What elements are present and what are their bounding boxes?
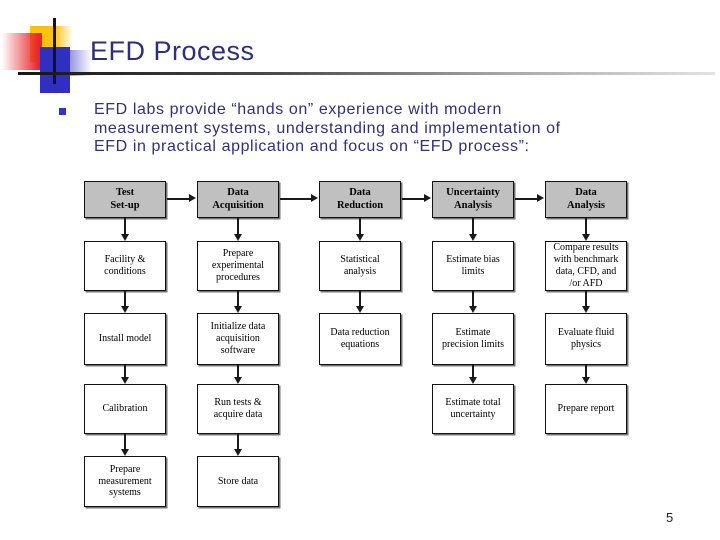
step-install-model: Install model [84, 313, 166, 365]
arrow-right-icon [402, 194, 431, 203]
step-prepare-report: Prepare report [545, 384, 627, 434]
stage-header-test-setup: Test Set-up [84, 181, 166, 218]
step-prepare-measurement: Prepare measurement systems [84, 456, 166, 507]
arrow-down-icon [233, 365, 243, 384]
arrow-down-icon [233, 218, 243, 241]
step-estimate-bias: Estimate bias limits [432, 241, 514, 291]
arrow-right-icon [515, 194, 544, 203]
arrow-down-icon [355, 291, 365, 313]
step-compare-results: Compare results with benchmark data, CFD… [545, 241, 627, 291]
arrow-down-icon [120, 291, 130, 313]
page-number: 5 [666, 510, 674, 525]
logo-red-square [0, 33, 42, 70]
step-store-data: Store data [197, 456, 279, 507]
step-initialize-software: Initialize data acquisition software [197, 313, 279, 365]
step-calibration: Calibration [84, 384, 166, 434]
arrow-right-icon [280, 194, 318, 203]
bullet-square-icon [59, 108, 66, 115]
step-evaluate-physics: Evaluate fluid physics [545, 313, 627, 365]
title-underline [18, 72, 715, 75]
arrow-down-icon [233, 291, 243, 313]
arrow-down-icon [120, 365, 130, 384]
bullet-text: EFD labs provide “hands on” experience w… [94, 101, 561, 155]
stage-header-data-acquisition: Data Acquisition [197, 181, 279, 218]
step-statistical-analysis: Statistical analysis [319, 241, 401, 291]
logo-vertical-line [53, 18, 56, 84]
arrow-down-icon [468, 291, 478, 313]
arrow-down-icon [581, 218, 591, 241]
stage-header-uncertainty-analysis: Uncertainty Analysis [432, 181, 514, 218]
step-run-tests: Run tests & acquire data [197, 384, 279, 434]
step-estimate-precision: Estimate precision limits [432, 313, 514, 365]
stage-header-data-analysis: Data Analysis [545, 181, 627, 218]
arrow-right-icon [167, 194, 196, 203]
arrow-down-icon [581, 291, 591, 313]
step-estimate-total: Estimate total uncertainty [432, 384, 514, 434]
arrow-down-icon [468, 218, 478, 241]
arrow-down-icon [120, 218, 130, 241]
stage-header-data-reduction: Data Reduction [319, 181, 401, 218]
arrow-down-icon [233, 434, 243, 456]
arrow-down-icon [355, 218, 365, 241]
step-facility-conditions: Facility & conditions [84, 241, 166, 291]
arrow-down-icon [468, 365, 478, 384]
arrow-down-icon [120, 434, 130, 456]
page-title: EFD Process [90, 36, 255, 66]
step-prepare-procedures: Prepare experimental procedures [197, 241, 279, 291]
arrow-down-icon [581, 365, 591, 384]
logo-blue-gradient [68, 50, 92, 76]
step-reduction-equations: Data reduction equations [319, 313, 401, 365]
